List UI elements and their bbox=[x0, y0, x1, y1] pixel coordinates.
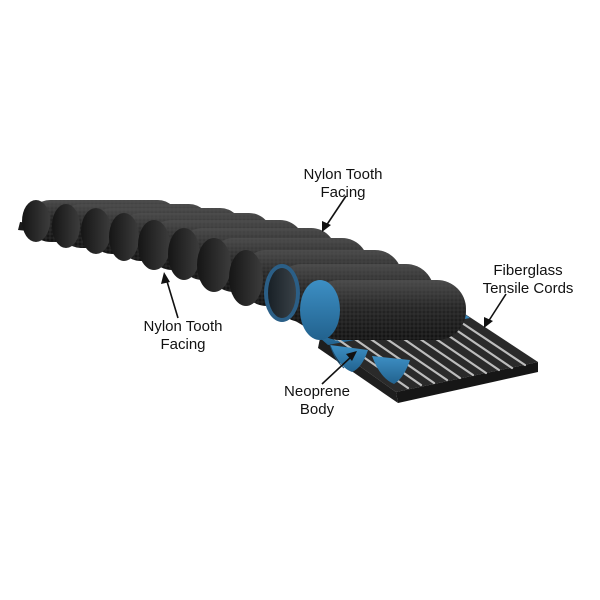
arrow-nylon-top bbox=[322, 195, 347, 232]
label-neoprene-body: Neoprene Body bbox=[262, 383, 372, 419]
label-line: Tensile Cords bbox=[482, 280, 574, 297]
label-line: Facing bbox=[320, 184, 366, 201]
label-line: Facing bbox=[160, 336, 206, 353]
label-nylon-tooth-facing-top: Nylon Tooth Facing bbox=[288, 166, 398, 202]
belt-tooth bbox=[300, 280, 466, 340]
label-line: Neoprene bbox=[284, 383, 350, 400]
label-line: Fiberglass bbox=[493, 262, 563, 279]
belt-teeth bbox=[22, 200, 466, 340]
label-line: Body bbox=[299, 401, 335, 418]
arrow-nylon-left bbox=[161, 272, 179, 319]
label-line: Nylon Tooth bbox=[143, 318, 223, 335]
arrow-neoprene bbox=[321, 351, 357, 385]
label-line: Nylon Tooth bbox=[303, 166, 383, 183]
callout-arrows bbox=[161, 195, 507, 385]
label-fiberglass-tensile-cords: Fiberglass Tensile Cords bbox=[468, 262, 588, 298]
arrow-fiberglass bbox=[484, 293, 507, 328]
label-nylon-tooth-facing-left: Nylon Tooth Facing bbox=[128, 318, 238, 354]
